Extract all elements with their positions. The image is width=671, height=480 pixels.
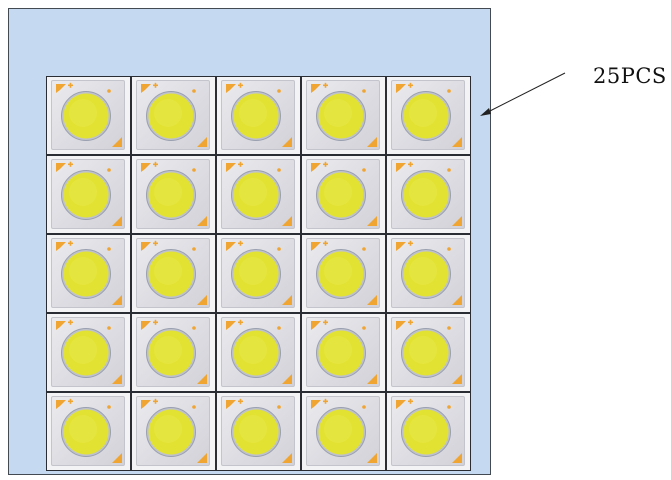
cob-led-chip-icon (136, 396, 210, 466)
cob-led-chip-icon (306, 317, 380, 387)
cob-led-chip-icon (221, 80, 295, 150)
led-chip-cell (301, 313, 386, 392)
led-chip-cell (46, 155, 131, 234)
led-tray (8, 8, 491, 475)
cob-led-chip-icon (136, 317, 210, 387)
cob-led-chip-icon (51, 159, 125, 229)
cob-led-chip-icon (221, 159, 295, 229)
led-chip-cell (386, 234, 471, 313)
led-chip-cell (386, 313, 471, 392)
led-chip-cell (46, 392, 131, 471)
cob-led-chip-icon (51, 80, 125, 150)
led-chip-cell (216, 392, 301, 471)
cob-led-chip-icon (391, 159, 465, 229)
cob-led-chip-icon (306, 80, 380, 150)
led-chip-cell (131, 234, 216, 313)
led-chip-cell (46, 76, 131, 155)
led-chip-cell (46, 313, 131, 392)
led-chip-cell (46, 234, 131, 313)
led-chip-grid (46, 76, 471, 471)
cob-led-chip-icon (391, 80, 465, 150)
led-chip-cell (301, 76, 386, 155)
cob-led-chip-icon (51, 238, 125, 308)
led-chip-cell (216, 155, 301, 234)
quantity-label: 25PCS (593, 64, 667, 88)
led-chip-cell (301, 392, 386, 471)
led-chip-cell (216, 234, 301, 313)
led-chip-cell (386, 392, 471, 471)
cob-led-chip-icon (391, 317, 465, 387)
cob-led-chip-icon (136, 80, 210, 150)
cob-led-chip-icon (306, 238, 380, 308)
cob-led-chip-icon (221, 238, 295, 308)
led-chip-cell (131, 392, 216, 471)
led-chip-cell (131, 155, 216, 234)
led-chip-cell (216, 76, 301, 155)
cob-led-chip-icon (391, 238, 465, 308)
led-chip-cell (301, 155, 386, 234)
cob-led-chip-icon (221, 317, 295, 387)
led-chip-cell (301, 234, 386, 313)
cob-led-chip-icon (221, 396, 295, 466)
led-chip-cell (386, 76, 471, 155)
led-chip-cell (386, 155, 471, 234)
cob-led-chip-icon (51, 317, 125, 387)
led-chip-cell (131, 313, 216, 392)
led-chip-cell (131, 76, 216, 155)
cob-led-chip-icon (136, 238, 210, 308)
led-chip-cell (216, 313, 301, 392)
cob-led-chip-icon (306, 396, 380, 466)
cob-led-chip-icon (306, 159, 380, 229)
cob-led-chip-icon (136, 159, 210, 229)
cob-led-chip-icon (51, 396, 125, 466)
cob-led-chip-icon (391, 396, 465, 466)
